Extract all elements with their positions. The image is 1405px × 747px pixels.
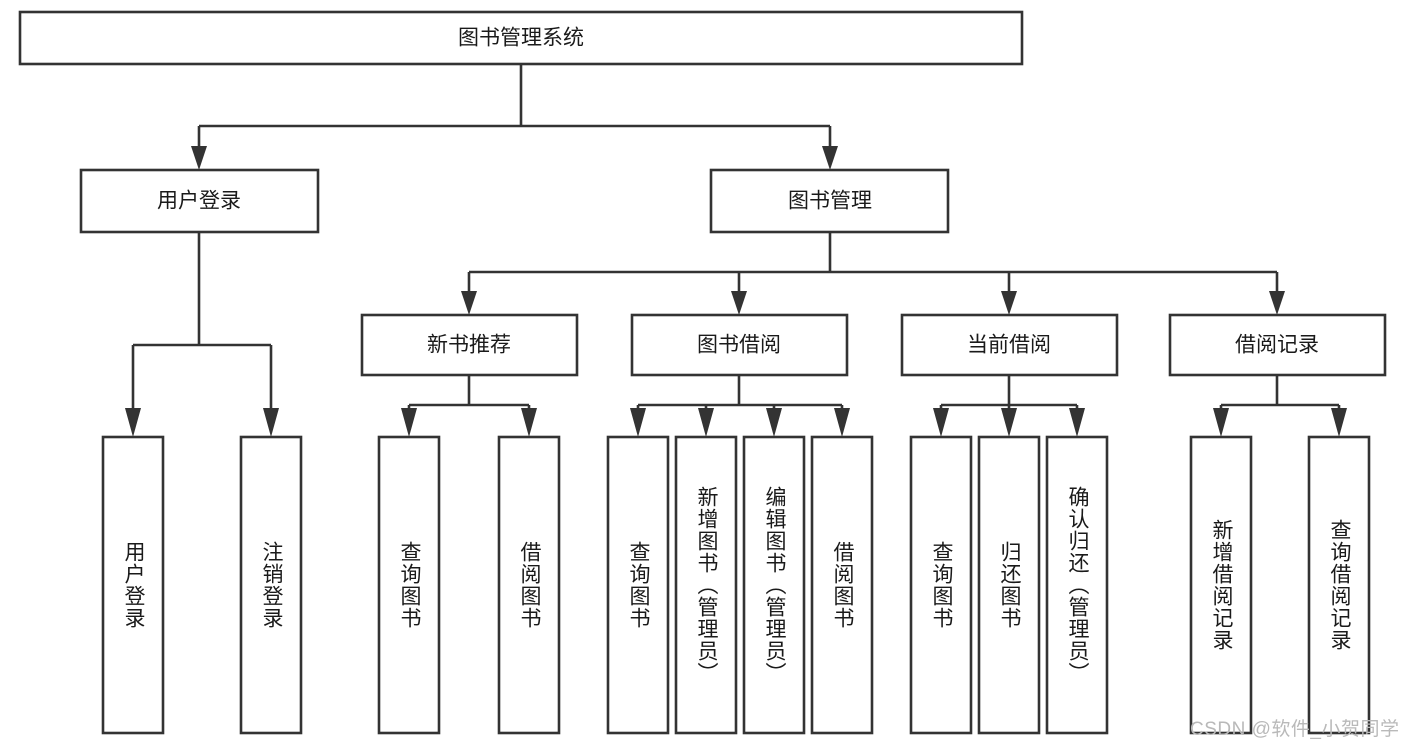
node-book-manage-label: 图书管理 <box>788 190 872 213</box>
node-root-label: 图书管理系统 <box>458 27 584 50</box>
node-leaf-logout[interactable] <box>239 435 303 735</box>
node-leaf-query-book-2[interactable] <box>606 435 670 735</box>
node-borrow-record-label: 借阅记录 <box>1235 334 1319 357</box>
node-leaf-query-book-3[interactable] <box>909 435 973 735</box>
arrow-head-borrow-record <box>1269 291 1285 315</box>
node-leaf-edit-book[interactable] <box>742 435 806 735</box>
node-user-login[interactable] <box>79 168 320 234</box>
node-leaf-borrow-book-1[interactable] <box>497 435 561 735</box>
node-borrow-record[interactable] <box>1168 313 1387 377</box>
arrow-head-leaf-query-record <box>1331 408 1347 437</box>
node-leaf-query-book-1[interactable] <box>377 435 441 735</box>
node-leaf-borrow-book-2[interactable] <box>810 435 874 735</box>
horizontal-label-group: 图书管理系统 用户登录 图书管理 新书推荐 图书借阅 当前借阅 借阅记录 <box>157 27 1319 357</box>
arrow-head-leaf-query-book-1 <box>401 408 417 437</box>
arrow-head-book-borrow <box>731 291 747 315</box>
node-leaf-add-book[interactable] <box>674 435 738 735</box>
arrow-head-leaf-return-book <box>1001 408 1017 437</box>
arrow-head-leaf-add-book <box>698 408 714 437</box>
arrow-head-leaf-add-record <box>1213 408 1229 437</box>
arrow-head-leaf-confirm-return <box>1069 408 1085 437</box>
node-root[interactable] <box>18 10 1024 66</box>
node-book-borrow[interactable] <box>630 313 849 377</box>
node-leaf-return-book[interactable] <box>977 435 1041 735</box>
arrow-head-leaf-borrow-book-2 <box>834 408 850 437</box>
arrow-head-new-book-recommend <box>461 291 477 315</box>
arrow-head-leaf-edit-book <box>766 408 782 437</box>
arrow-head-leaf-borrow-book-1 <box>521 408 537 437</box>
arrow-head-userlogin <box>191 146 207 170</box>
node-leaf-add-record[interactable] <box>1189 435 1253 735</box>
arrow-head-current-borrow <box>1001 291 1017 315</box>
arrow-head-leaf-user-login <box>125 408 141 437</box>
node-user-login-label: 用户登录 <box>157 190 241 213</box>
node-current-borrow-label: 当前借阅 <box>967 334 1051 357</box>
node-current-borrow[interactable] <box>900 313 1119 377</box>
node-book-manage[interactable] <box>709 168 950 234</box>
node-leaf-confirm-return[interactable] <box>1045 435 1109 735</box>
node-new-book-recommend-label: 新书推荐 <box>427 334 511 357</box>
node-leaf-query-record[interactable] <box>1307 435 1371 735</box>
node-new-book-recommend[interactable] <box>360 313 579 377</box>
arrow-head-leaf-logout <box>263 408 279 437</box>
arrow-head-bookmanage <box>822 146 838 170</box>
node-leaf-user-login[interactable] <box>101 435 165 735</box>
node-book-borrow-label: 图书借阅 <box>697 334 781 357</box>
node-group <box>18 10 1387 735</box>
arrow-head-leaf-query-book-2 <box>630 408 646 437</box>
arrow-head-leaf-query-book-3 <box>933 408 949 437</box>
edge-group <box>125 64 1347 437</box>
csdn-watermark: CSDN @软件_小贺同学 <box>1190 719 1400 740</box>
